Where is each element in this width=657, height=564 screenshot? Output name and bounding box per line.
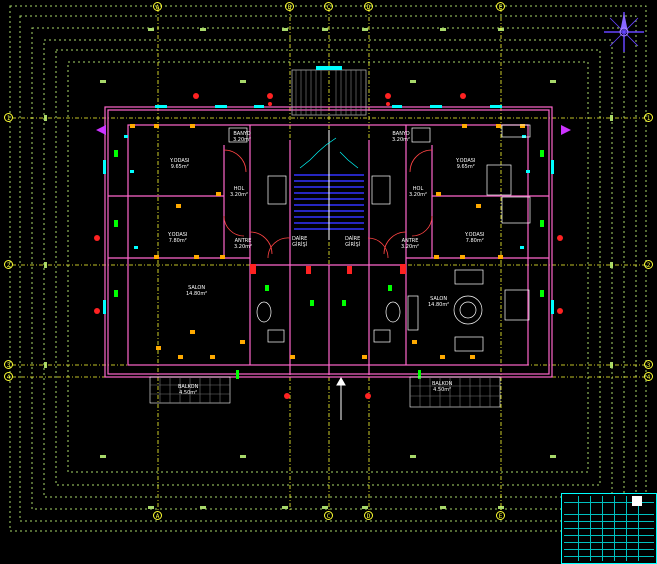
grid-bubble-right-4: 4 <box>644 372 653 381</box>
grid-bubble-left-1: 1 <box>4 113 13 122</box>
grid-bubble-right-3: 3 <box>644 360 653 369</box>
dimension-ticks <box>44 28 613 509</box>
grid-lines <box>12 8 645 512</box>
stairwell <box>291 66 367 240</box>
grid-bubble-top-3: C <box>324 2 333 11</box>
grid-bubble-top-2: B <box>285 2 294 11</box>
title-block-logo <box>632 496 642 506</box>
red-markers <box>94 93 563 399</box>
grid-bubble-right-2: 2 <box>644 260 653 269</box>
grid-bubble-bottom-2: C <box>324 511 333 520</box>
magenta-section-markers <box>96 125 571 135</box>
grid-bubble-left-3: 3 <box>4 360 13 369</box>
entrance-arrow <box>336 376 346 420</box>
building-walls <box>104 106 553 378</box>
green-markers <box>114 150 544 379</box>
grid-bubble-right-1: 1 <box>644 113 653 122</box>
grid-bubble-top-4: D <box>364 2 373 11</box>
windows <box>103 105 554 314</box>
grid-bubble-top-1: A <box>153 2 162 11</box>
title-block <box>561 493 657 564</box>
grid-bubble-bottom-4: E <box>496 511 505 520</box>
grid-bubble-top-5: E <box>496 2 505 11</box>
balconies <box>149 376 501 408</box>
grid-bubble-bottom-1: A <box>153 511 162 520</box>
grid-bubble-left-4: 4 <box>4 372 13 381</box>
door-swings <box>223 149 433 259</box>
north-arrow-icon <box>604 12 644 52</box>
grid-bubble-bottom-3: D <box>364 511 373 520</box>
grid-bubble-left-2: 2 <box>4 260 13 269</box>
furniture <box>228 124 531 352</box>
column-markers <box>130 124 525 359</box>
